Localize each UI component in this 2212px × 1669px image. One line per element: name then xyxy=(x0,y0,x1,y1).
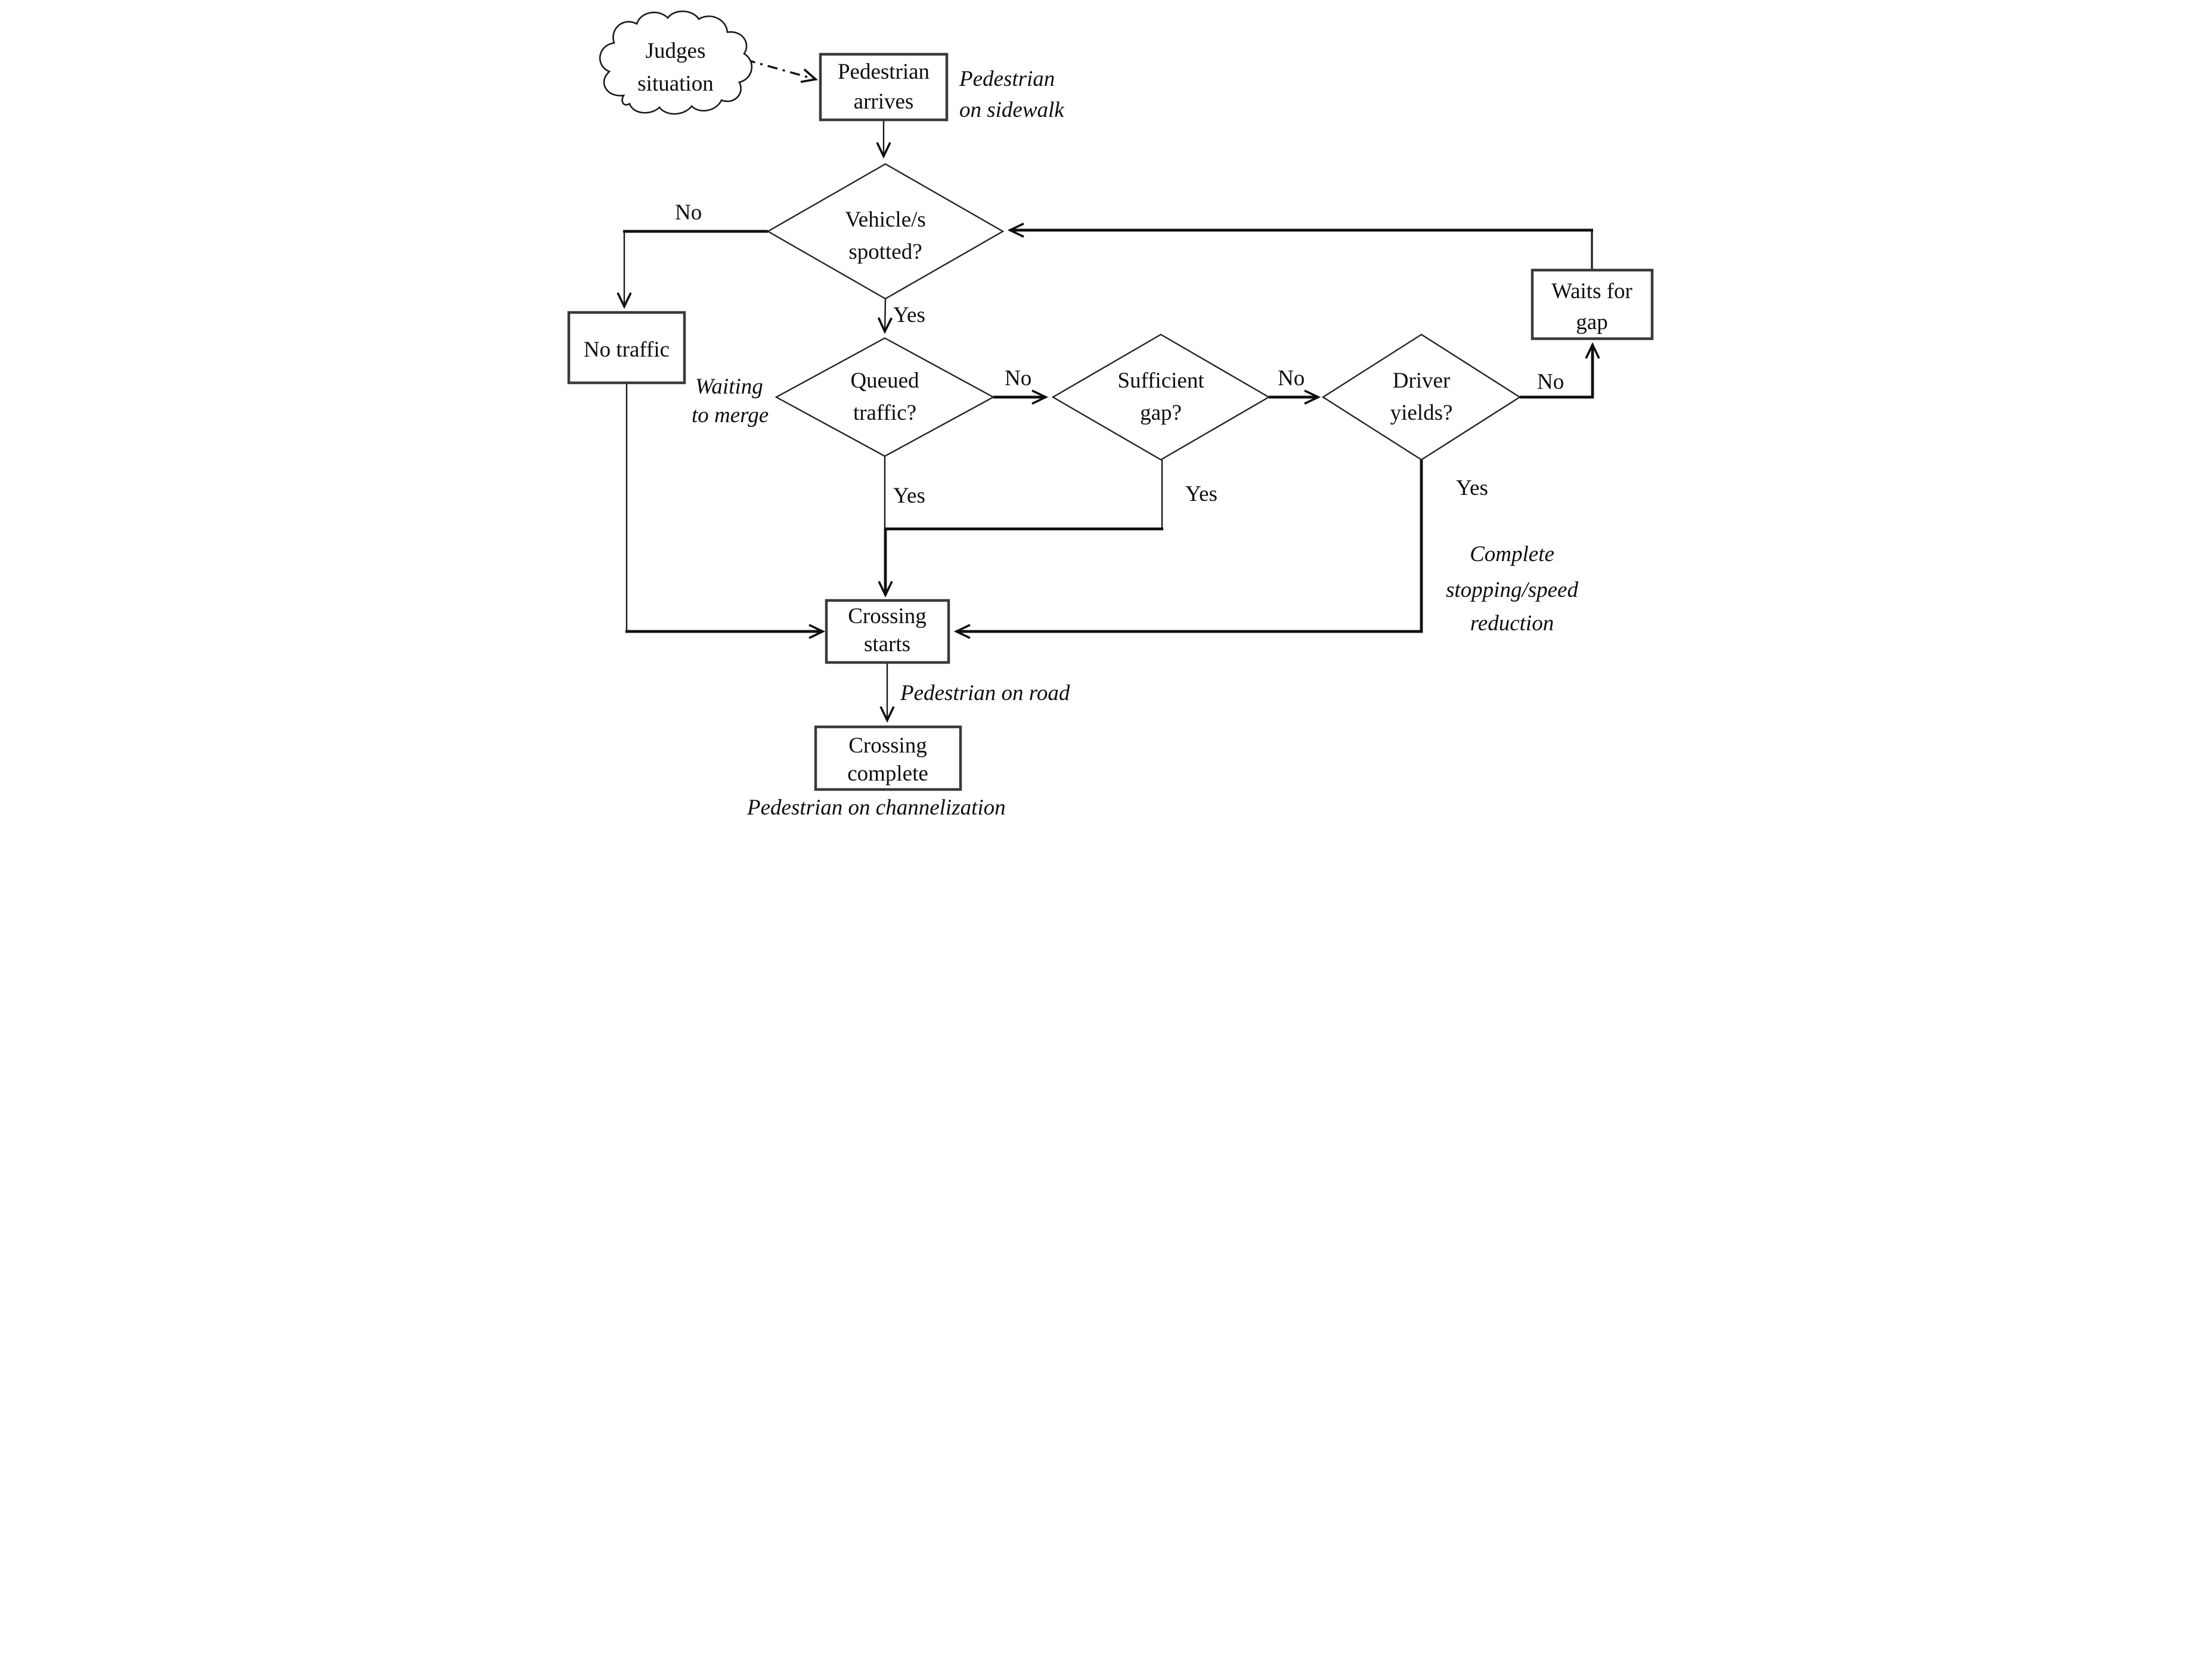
decision-sufficient-gap: Sufficient gap? xyxy=(1051,333,1270,461)
label-driver-no: No xyxy=(1537,370,1564,394)
crossing-starts-line1: Crossing xyxy=(848,604,927,628)
annotation-stopping-line2: stopping/speed xyxy=(1446,578,1578,602)
label-queued-yes: Yes xyxy=(893,484,925,508)
annotation-stopping-line3: reduction xyxy=(1470,611,1553,636)
vehicles-spotted-line2: spotted? xyxy=(848,240,922,264)
annotation-on-channelization: Pedestrian on channelization xyxy=(746,795,1006,820)
crossing-complete-line1: Crossing xyxy=(848,733,927,758)
node-waits-for-gap: Waits for gap xyxy=(1531,268,1653,340)
annotation-stopping-line1: Complete xyxy=(1470,542,1554,566)
sufficient-gap-line2: gap? xyxy=(1140,401,1182,425)
sufficient-gap-line1: Sufficient xyxy=(1117,369,1204,393)
pedestrian-arrives-line2: arrives xyxy=(853,89,913,114)
node-crossing-complete: Crossing complete xyxy=(814,725,962,791)
waits-for-gap-box xyxy=(1531,268,1653,340)
decision-driver-yields: Driver yields? xyxy=(1321,333,1521,461)
label-vehicles-no: No xyxy=(675,200,702,225)
waits-for-gap-line2: gap xyxy=(1576,310,1607,335)
label-driver-yes: Yes xyxy=(1456,476,1488,500)
queued-traffic-line2: traffic? xyxy=(853,401,916,425)
flowchart-svg: Judges situation Pedestrian arrives No t… xyxy=(553,0,1659,835)
decision-vehicles-spotted: Vehicle/s spotted? xyxy=(766,163,1004,300)
driver-yields-line2: yields? xyxy=(1390,401,1452,425)
label-vehicles-yes: Yes xyxy=(893,303,925,327)
pedestrian-arrives-line1: Pedestrian xyxy=(837,60,929,84)
edge-driver-no xyxy=(1519,342,1600,399)
edge-judges-to-arrives xyxy=(745,58,818,83)
crossing-starts-line2: starts xyxy=(863,632,910,657)
judges-situation-cloud xyxy=(599,10,752,115)
cloud-label-line2: situation xyxy=(637,72,713,96)
no-traffic-box xyxy=(567,311,686,385)
annotation-on-sidewalk-line2: on sidewalk xyxy=(959,98,1064,122)
annotation-waiting-line1: Waiting xyxy=(695,374,763,399)
sufficient-gap-diamond xyxy=(1051,333,1270,461)
driver-yields-line1: Driver xyxy=(1392,369,1450,393)
decision-queued-traffic: Queued traffic? xyxy=(774,337,995,457)
annotation-waiting-line2: to merge xyxy=(692,403,769,428)
vehicles-spotted-diamond xyxy=(766,163,1004,300)
node-crossing-starts: Crossing starts xyxy=(825,599,950,664)
label-sufficient-yes: Yes xyxy=(1185,482,1217,506)
driver-yields-diamond xyxy=(1321,333,1521,461)
vehicles-spotted-line1: Vehicle/s xyxy=(845,208,926,232)
queued-traffic-line1: Queued xyxy=(850,369,919,393)
label-sufficient-no: No xyxy=(1278,366,1305,391)
cloud-label-line1: Judges xyxy=(645,39,705,63)
annotation-on-sidewalk-line1: Pedestrian xyxy=(959,67,1055,91)
node-no-traffic: No traffic xyxy=(567,311,686,385)
annotation-on-road: Pedestrian on road xyxy=(900,681,1070,705)
pedestrian-crossing-flowchart: Judges situation Pedestrian arrives No t… xyxy=(553,0,1659,835)
no-traffic-line1: No traffic xyxy=(583,337,669,362)
pedestrian-arrives-box xyxy=(819,52,948,122)
queued-traffic-diamond xyxy=(774,337,995,457)
crossing-starts-box xyxy=(825,599,950,664)
waits-for-gap-line1: Waits for xyxy=(1551,279,1632,304)
node-pedestrian-arrives: Pedestrian arrives xyxy=(819,52,948,122)
label-queued-no: No xyxy=(1005,366,1031,391)
crossing-complete-line2: complete xyxy=(847,761,928,786)
crossing-complete-box xyxy=(814,725,962,791)
edge-driver-yes xyxy=(953,460,1423,639)
